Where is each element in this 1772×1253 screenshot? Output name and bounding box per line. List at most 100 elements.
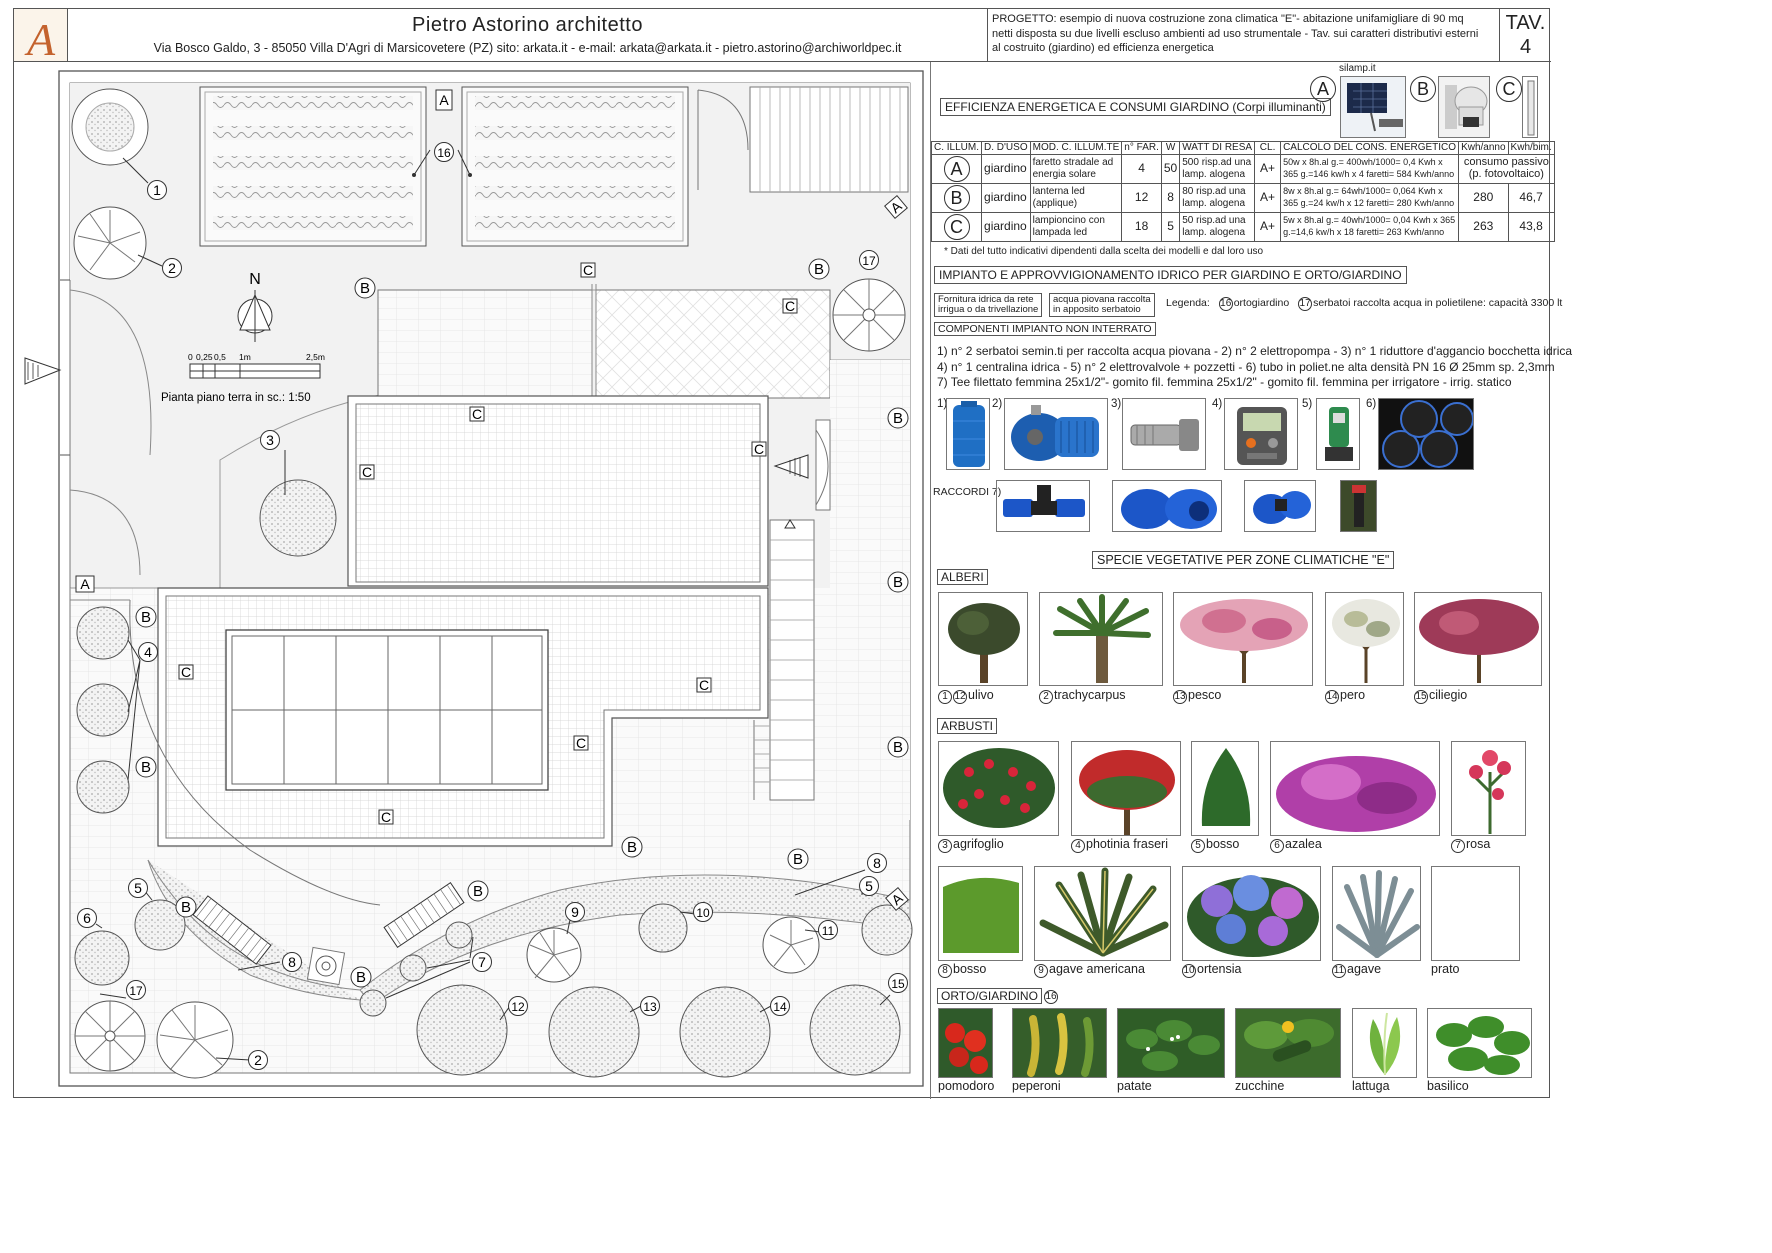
drawing-sheet: Pietro Astorino architetto Via Bosco Gal… <box>13 8 1551 1099</box>
elbow-fitting-small-image <box>1244 480 1316 532</box>
svg-text:B: B <box>181 899 191 916</box>
header-title-block: Pietro Astorino architetto Via Bosco Gal… <box>68 9 988 62</box>
th-class: CL. <box>1254 141 1282 155</box>
svg-text:5: 5 <box>865 878 873 894</box>
solar-lamp-image <box>1340 76 1406 138</box>
svg-text:C: C <box>785 298 795 314</box>
trees-title: ALBERI <box>937 569 988 585</box>
svg-text:11: 11 <box>822 924 835 938</box>
energy-note: * Dati del tutto indicativi dipendenti d… <box>944 246 1264 257</box>
vegetable-title: ORTO/GIARDINO <box>937 988 1042 1004</box>
svg-text:C: C <box>583 262 593 278</box>
svg-text:12: 12 <box>511 1000 525 1014</box>
reducer-image <box>1122 398 1206 470</box>
lamp-b-id: B <box>1410 76 1436 102</box>
svg-text:8: 8 <box>288 954 296 970</box>
scale-bar: 0 0,25 0,5 1m 2,5m Pianta piano terra in… <box>161 352 325 404</box>
svg-text:B: B <box>360 280 370 297</box>
architect-name: Pietro Astorino architetto <box>412 14 643 36</box>
vegetable-title-number: 16 <box>1044 990 1058 1004</box>
lawn-image <box>1431 866 1520 961</box>
energy-table: C. ILLUM. D. D'USO MOD. C. ILLUM.TE n° F… <box>930 141 1555 242</box>
svg-text:9: 9 <box>571 904 579 920</box>
veg-caption-4: zucchine <box>1235 1079 1285 1093</box>
svg-text:10: 10 <box>696 906 710 920</box>
item-label-2: 2) <box>992 398 1003 410</box>
svg-text:B: B <box>627 839 637 856</box>
cherry-tree-image <box>1414 592 1542 686</box>
item-label-4: 4) <box>1212 398 1223 410</box>
plant-symbols <box>71 88 913 1079</box>
vegetable-bed-left <box>199 86 427 247</box>
sheet-number: TAV. 4 <box>1500 9 1551 62</box>
svg-text:3: 3 <box>266 432 274 448</box>
pear-tree-image <box>1325 592 1404 686</box>
lamp-a-id: A <box>1310 76 1336 102</box>
svg-text:13: 13 <box>643 1000 657 1014</box>
bench-right <box>383 881 465 949</box>
svg-text:B: B <box>141 759 151 776</box>
svg-text:0,5: 0,5 <box>214 352 226 362</box>
water-section-title: IMPIANTO E APPROVVIGIONAMENTO IDRICO PER… <box>934 266 1407 284</box>
rose-image <box>1451 741 1526 836</box>
species-title: SPECIE VEGETATIVE PER ZONE CLIMATICHE "E… <box>1092 551 1395 569</box>
boxwood-hedge-image <box>938 866 1023 961</box>
project-description: PROGETTO: esempio di nuova costruzione z… <box>988 9 1500 62</box>
fittings-label: RACCORDI 7) <box>933 486 1002 498</box>
olive-tree-image <box>938 592 1028 686</box>
bollard-lamp-image <box>1522 76 1538 138</box>
th-far: n° FAR. <box>1121 141 1162 155</box>
svg-text:0: 0 <box>188 352 193 362</box>
plan-number-markers: 1 2 3 4 5 5 6 7 8 8 9 10 11 12 13 14 15 … <box>77 142 908 1070</box>
svg-text:2: 2 <box>254 1052 262 1068</box>
svg-text:17: 17 <box>862 254 876 268</box>
valve-image <box>1316 398 1360 470</box>
item-label-6: 6) <box>1366 398 1377 410</box>
svg-text:C: C <box>576 735 586 751</box>
lantern-markers-b: B B B B B B B B B B B B <box>135 258 909 988</box>
tomato-image <box>938 1008 993 1078</box>
svg-text:2,5m: 2,5m <box>306 352 325 362</box>
energy-section-title: EFFICIENZA ENERGETICA E CONSUMI GIARDINO… <box>940 98 1331 116</box>
pipe-image <box>1378 398 1474 470</box>
north-arrow: N <box>237 271 273 342</box>
svg-text:2: 2 <box>168 260 176 276</box>
svg-text:C: C <box>181 664 191 680</box>
svg-text:1: 1 <box>153 182 161 198</box>
vegetable-bed-right <box>461 86 689 247</box>
svg-text:17: 17 <box>129 984 143 998</box>
svg-text:5: 5 <box>134 880 142 896</box>
svg-text:C: C <box>362 464 372 480</box>
table-row: B giardino lanterna led(applique) 12 8 8… <box>930 182 1555 213</box>
svg-text:B: B <box>793 851 803 868</box>
site-plan: A <box>14 9 924 1087</box>
th-calc: CALCOLO DEL CONS. ENERGETICO <box>1280 141 1460 155</box>
project-line-1: PROGETTO: esempio di nuova costruzione z… <box>992 13 1464 25</box>
elbow-fitting-image <box>1112 480 1222 532</box>
pool <box>225 629 549 791</box>
tee-fitting-image <box>996 480 1090 532</box>
bench-left <box>192 895 272 965</box>
svg-text:4: 4 <box>144 644 152 660</box>
svg-text:A: A <box>80 576 90 592</box>
th-uso: D. D'USO <box>981 141 1031 155</box>
boxwood-cone-image <box>1191 741 1259 836</box>
zucchini-image <box>1235 1008 1341 1078</box>
th-illum: C. ILLUM. <box>930 141 983 155</box>
svg-text:B: B <box>141 609 151 626</box>
rain-tank-image <box>946 398 990 470</box>
components-list: 1) n° 2 serbatoi semin.ti per raccolta a… <box>937 344 1573 389</box>
veg-caption-6: basilico <box>1427 1079 1469 1093</box>
svg-text:14: 14 <box>773 1000 787 1014</box>
veg-caption-2: peperoni <box>1012 1079 1061 1093</box>
svg-text:B: B <box>473 883 483 900</box>
